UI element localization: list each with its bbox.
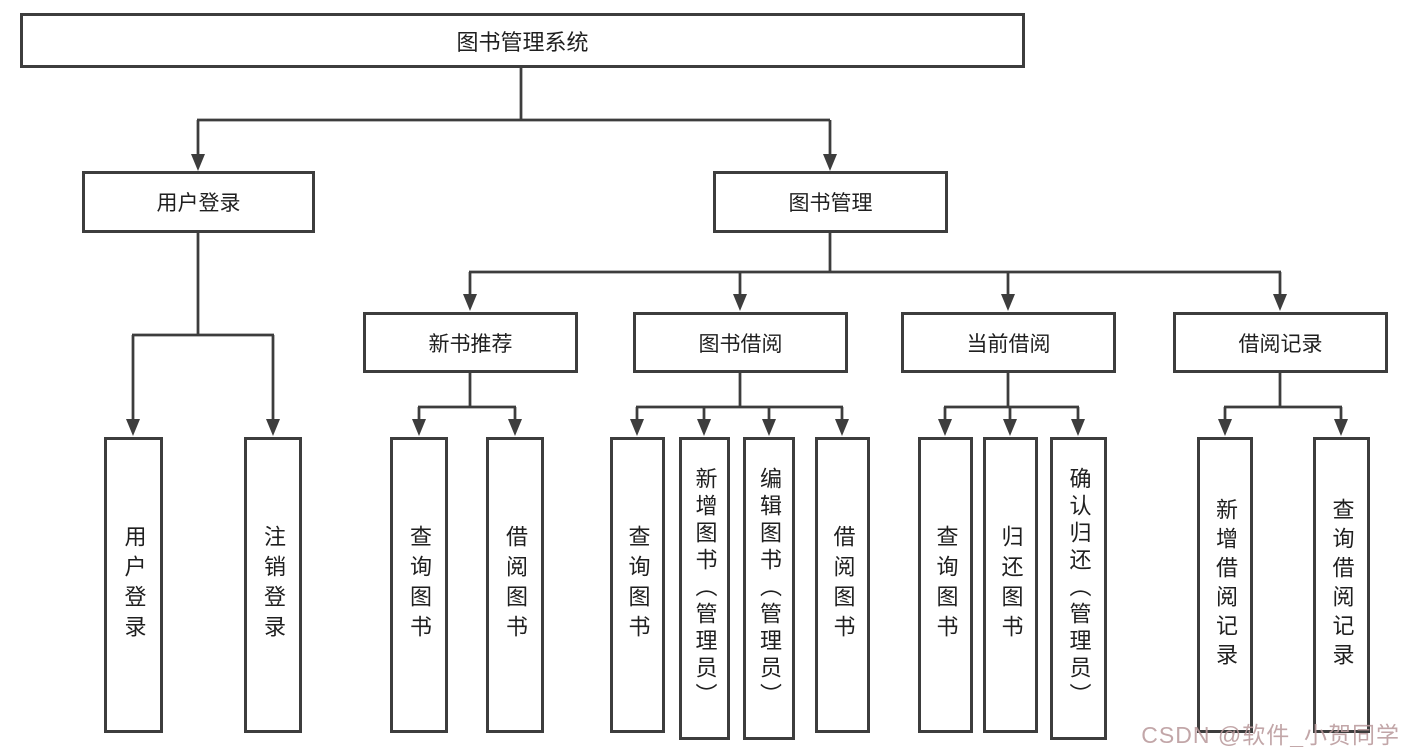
node-confirm-return-admin: 确认归还（管理员） [1050, 437, 1107, 740]
node-query-books-current: 查询图书 [918, 437, 973, 733]
node-label: 编辑图书（管理员） [757, 467, 782, 710]
node-user-login: 用户登录 [82, 171, 315, 233]
node-label: 归还图书 [998, 525, 1024, 645]
node-borrow-books-recommend: 借阅图书 [486, 437, 544, 733]
node-current-borrowing: 当前借阅 [901, 312, 1116, 373]
node-label: 确认归还（管理员） [1066, 467, 1092, 710]
node-label: 借阅图书 [503, 525, 528, 645]
node-query-borrow-record: 查询借阅记录 [1313, 437, 1370, 733]
node-label: 查询借阅记录 [1329, 498, 1355, 672]
node-add-borrow-record: 新增借阅记录 [1197, 437, 1253, 733]
node-label: 新增图书（管理员） [692, 467, 718, 710]
node-query-books-borrow: 查询图书 [610, 437, 665, 733]
node-return-book: 归还图书 [983, 437, 1038, 733]
node-book-borrowing: 图书借阅 [633, 312, 848, 373]
node-label: 查询图书 [625, 525, 651, 645]
node-edit-book-admin: 编辑图书（管理员） [743, 437, 795, 740]
node-label: 注销登录 [261, 525, 286, 645]
node-label: 新增借阅记录 [1213, 498, 1238, 672]
node-new-book-recommend: 新书推荐 [363, 312, 578, 373]
node-library-system: 图书管理系统 [20, 13, 1025, 68]
node-borrowing-records: 借阅记录 [1173, 312, 1388, 373]
node-label: 查询图书 [407, 525, 432, 645]
node-logout: 注销登录 [244, 437, 302, 733]
csdn-watermark: CSDN @软件_小贺同学 [1141, 722, 1400, 747]
node-user-login-leaf: 用户登录 [104, 437, 163, 733]
node-add-book-admin: 新增图书（管理员） [679, 437, 730, 740]
node-label: 借阅图书 [830, 525, 856, 645]
node-borrow-books-leaf: 借阅图书 [815, 437, 870, 733]
node-label: 用户登录 [121, 525, 147, 645]
node-query-books-recommend: 查询图书 [390, 437, 448, 733]
node-book-management: 图书管理 [713, 171, 948, 233]
node-label: 查询图书 [933, 525, 959, 645]
